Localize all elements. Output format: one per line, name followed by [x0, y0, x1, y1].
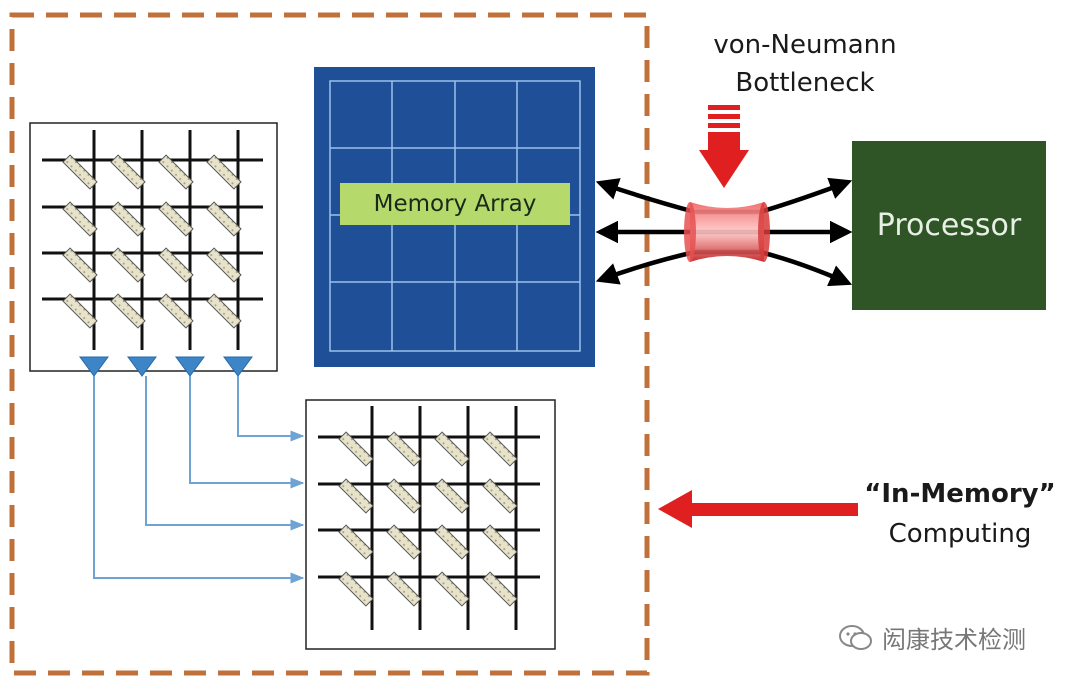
memory-array-label: Memory Array	[340, 183, 570, 225]
processor-label: Processor	[876, 208, 1022, 243]
in-memory-caption-line2: Computing	[888, 519, 1032, 549]
watermark: 闳康技术检测	[838, 620, 1026, 655]
in-memory-boundary	[9, 12, 650, 676]
processor-block: Processor	[852, 141, 1046, 310]
watermark-text: 闳康技术检测	[882, 626, 1026, 654]
bottleneck-caption-line2: Bottleneck	[735, 68, 875, 98]
in-memory-arrow	[658, 490, 858, 528]
in-memory-caption: “In-Memory” Computing	[840, 474, 1080, 554]
crossbar-array-top	[29, 122, 278, 372]
crossbar-connectors	[93, 376, 305, 584]
crossbar-array-bottom	[305, 399, 556, 650]
in-memory-caption-line1: “In-Memory”	[864, 479, 1056, 509]
bottleneck-arrow	[699, 105, 749, 188]
bottleneck-caption-line1: von-Neumann	[713, 30, 897, 60]
bottleneck-constriction	[684, 202, 770, 262]
bottleneck-caption: von-Neumann Bottleneck	[680, 26, 930, 102]
wechat-icon	[839, 624, 872, 650]
output-triangles	[79, 356, 253, 377]
